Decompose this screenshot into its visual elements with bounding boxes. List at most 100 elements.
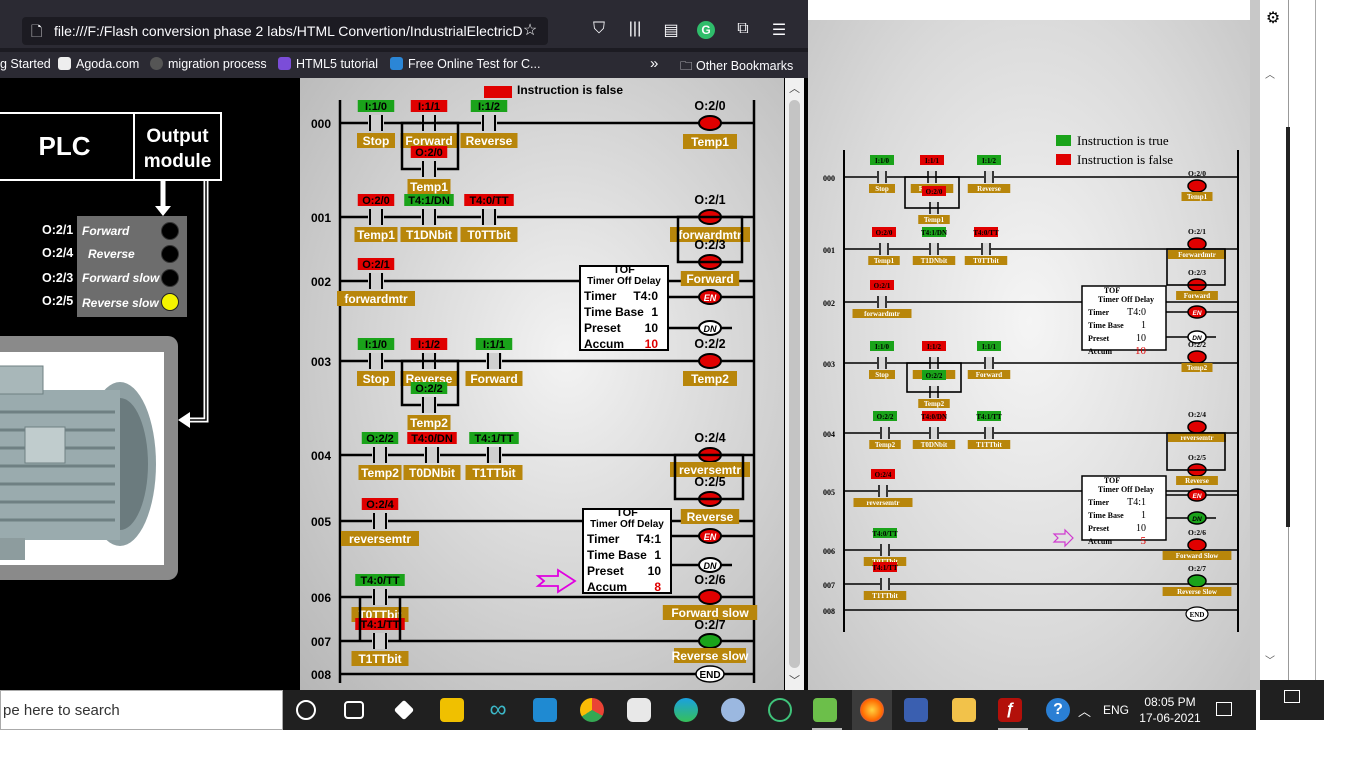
timer-field-label: Preset [1088,524,1110,533]
timer-subtitle: Timer Off Delay [590,519,664,530]
taskbar-search[interactable]: pe here to search [0,690,283,730]
timer-block [579,265,669,351]
output-module-label: Output module [143,126,212,172]
file-explorer-icon[interactable] [952,698,976,722]
branch [1166,432,1226,471]
contact-tag: Reverse [977,185,1001,193]
end-label: END [699,670,720,681]
bookmark-test[interactable]: Free Online Test for C... [390,57,540,71]
star-icon[interactable]: ☆ [522,22,538,39]
coil [1187,350,1207,364]
sidebar-icon[interactable]: ▤ [663,22,679,39]
rung-number: 007 [311,635,331,649]
contact-tag: Stop [875,185,889,193]
gear-icon[interactable]: ⚙ [1265,10,1281,27]
contact-address: I:1/0 [365,339,387,351]
contact-address-bg [355,574,405,586]
vscode-icon[interactable] [533,698,557,722]
action-center-icon[interactable] [1216,702,1232,716]
chrome-icon[interactable] [580,698,604,722]
other-bookmarks[interactable]: 🗀 Other Bookmarks [680,57,793,78]
pointer-arrow-icon [1052,528,1074,548]
url-bar[interactable]: 🗋 file:///F:/Flash conversion phase 2 la… [22,17,548,45]
grammarly-icon[interactable]: G [697,21,715,39]
contact-address: O:2/2 [877,413,894,421]
coil-tag-bg [670,462,750,477]
contact-tag-bg [357,371,395,386]
lamp-reverse [161,245,179,263]
library-icon[interactable]: ||| [628,20,642,37]
contact-address-bg [977,341,1001,351]
contact-gap [372,589,388,605]
contact-gap [984,427,994,439]
contact-tag: Temp1 [874,257,895,265]
menu-icon[interactable]: ☰ [771,22,787,39]
dropbox-icon[interactable] [393,699,415,721]
rung-number: 006 [823,547,835,556]
edge-icon[interactable] [674,698,698,722]
clock-time: 08:05 PM [1144,695,1196,709]
coil-tag-bg [662,605,758,620]
bookmark-getting-started[interactable]: g Started [0,57,51,71]
output-lamp-panel: Forward Reverse Forward slow Reverse slo… [77,216,187,317]
active-indicator [812,728,842,730]
paint-icon[interactable] [721,698,745,722]
app-window-icon[interactable] [904,698,928,722]
notification-icon[interactable] [1284,690,1300,703]
coil-tag: Forwardmtr [1178,251,1216,259]
contact-gap [421,161,437,177]
contact-address-bg [357,338,395,350]
bookmark-agoda[interactable]: Agoda.com [58,57,139,71]
contact-tag: T1TTbit [872,592,898,600]
contact-address: O:2/2 [415,383,443,395]
language-indicator[interactable]: ENG [1103,703,1130,717]
rung-number: 005 [311,515,331,529]
flash-icon[interactable]: ƒ [998,698,1022,722]
timer-field-value: 5 [1141,535,1147,547]
notepad-icon[interactable] [813,698,837,722]
timer-block [1081,475,1167,541]
contact-address-bg [464,194,514,206]
firefox-icon[interactable] [860,698,884,722]
timer-field-label: Timer [1088,308,1110,317]
arduino-icon[interactable]: ∞ [489,696,507,723]
contact-gap [984,357,994,369]
scroll-down-icon[interactable]: ﹀ [789,675,800,687]
coil-address: O:2/0 [1188,169,1206,178]
contact-tag: Temp2 [361,466,399,480]
chevron-up-icon[interactable]: ︿ [1078,704,1092,719]
coil-tag: Reverse Slow [1177,588,1218,596]
clock[interactable]: 08:05 PM 17-06-2021 [1136,694,1204,726]
contact-tag-bg [465,371,523,386]
coil-address: O:2/6 [694,573,725,587]
second-window-scrollbar[interactable] [1250,0,1260,690]
timer-field-value: 10 [1135,345,1147,357]
scroll-down-icon[interactable]: ﹀ [1265,656,1275,667]
scroll-up-icon[interactable]: ︿ [789,83,800,95]
pocket-icon[interactable]: ⛉ [592,20,605,37]
scroll-up-icon[interactable]: ︿ [1265,70,1275,81]
bookmark-migration[interactable]: migration process [150,57,267,71]
extension-icon[interactable]: ⧉ [737,20,749,37]
contact-tag-bg [967,184,1011,193]
contact-address: T4:0/DN [411,433,453,445]
help-icon[interactable]: ? [1046,698,1070,722]
bookmark-html5[interactable]: HTML5 tutorial [278,57,378,71]
contact-address-bg [873,411,897,421]
contact-address: I:1/1 [483,339,505,351]
atom-icon[interactable] [768,698,792,722]
task-view-icon[interactable] [344,701,364,719]
contact-gap [877,296,887,308]
coil-dn-label: DN [704,324,717,334]
slack-icon[interactable] [627,698,651,722]
overflow-chevron-icon[interactable]: » [650,55,659,72]
coil-dn-label: DN [1192,516,1202,523]
scrollbar-thumb[interactable] [789,100,800,668]
contact-address: O:2/0 [876,229,893,237]
store-icon[interactable] [440,698,464,722]
contact-address: O:2/0 [415,147,443,159]
cortana-icon[interactable] [296,700,316,720]
rung-number: 005 [823,488,835,497]
vertical-scrollbar[interactable]: ︿ ﹀ [785,78,804,690]
contact-address-bg [404,194,454,206]
